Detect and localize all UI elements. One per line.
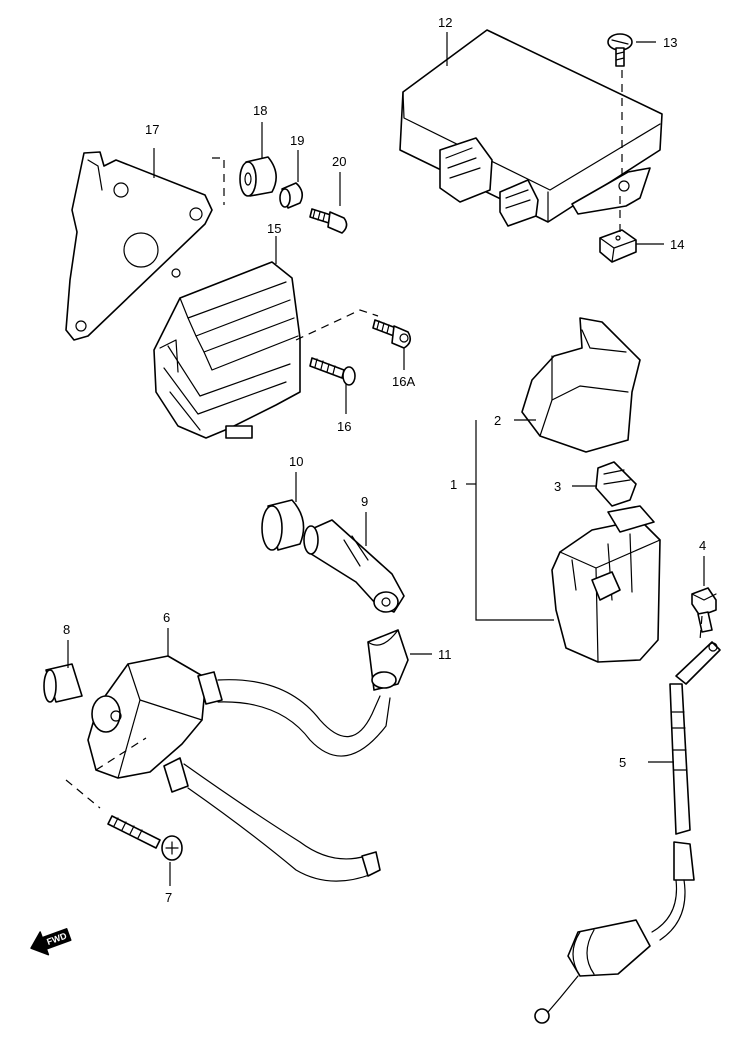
callout-14: 14 [670,237,684,252]
fwd-arrow: FWD [30,928,72,956]
nut-14 [599,229,637,263]
callout-16a: 16A [392,374,415,389]
spark-plug-cap [303,519,405,613]
fuse [595,461,637,507]
screw-16 [309,357,356,386]
cover [521,317,641,453]
callout-10: 10 [289,454,303,469]
callout-1: 1 [450,477,457,492]
mounting-bracket [65,151,213,341]
callout-4: 4 [699,538,706,553]
callout-3: 3 [554,479,561,494]
bolt-20 [309,208,348,234]
callout-19: 19 [290,133,304,148]
callout-11: 11 [438,647,452,662]
callout-13: 13 [663,35,677,50]
callout-6: 6 [163,610,170,625]
ignition-coil [87,655,223,793]
screw-13 [607,33,633,67]
collar [279,182,304,209]
assembly-lines [65,70,703,809]
leader-lines [67,32,705,886]
grommet [239,156,277,197]
bolt-16a [372,319,412,349]
callout-16: 16 [337,419,351,434]
callout-12: 12 [438,15,452,30]
control-unit [399,29,663,227]
regulator-rectifier [153,261,301,439]
callout-15: 15 [267,221,281,236]
callout-8: 8 [63,622,70,637]
cap-seal [367,629,409,691]
callout-18: 18 [253,103,267,118]
callout-7: 7 [165,890,172,905]
high-tension-leads [183,679,391,882]
spacer [43,663,83,703]
battery-cable [534,641,721,1024]
callout-17: 17 [145,122,159,137]
callout-2: 2 [494,413,501,428]
bolt-4 [691,587,717,633]
callout-5: 5 [619,755,626,770]
coil-bolt [107,815,183,861]
boot-ring [261,499,305,551]
callout-9: 9 [361,494,368,509]
callout-labels: 1 2 3 4 5 6 7 8 9 10 11 12 13 14 15 16 1… [63,15,706,905]
starter-relay [551,505,661,663]
callout-20: 20 [332,154,346,169]
